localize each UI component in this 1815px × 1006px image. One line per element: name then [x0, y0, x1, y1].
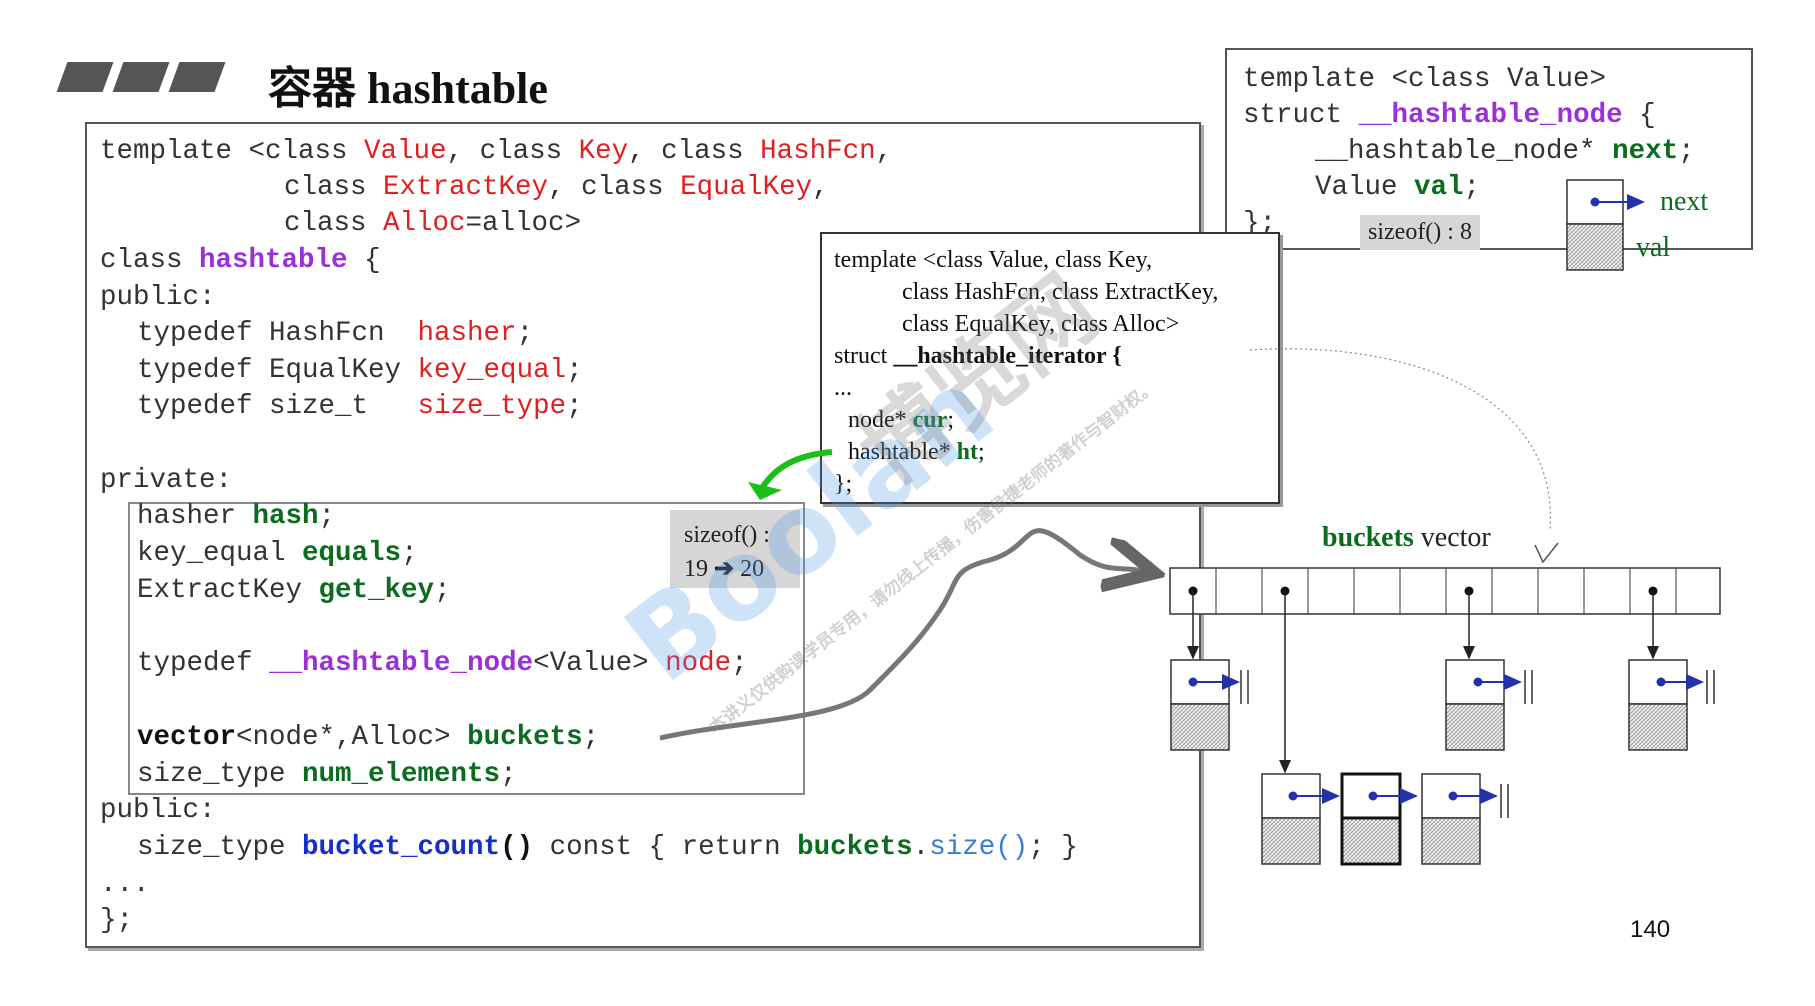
iter-code-line-7: hashtable* ht;: [848, 439, 985, 465]
iter-code-line-8: };: [834, 471, 853, 497]
node-val-label: val: [1636, 232, 1671, 263]
code-line-10: hasher hash;: [137, 501, 336, 532]
buckets-vector: [1169, 567, 1721, 774]
bucket-node: [1628, 659, 1715, 751]
iterator-green-arrow: [759, 449, 833, 490]
code-line-12: ExtractKey get_key;: [137, 575, 451, 606]
sizeof-node-label: sizeof() : 8: [1360, 215, 1480, 250]
code-line-6: typedef HashFcn hasher;: [137, 318, 534, 349]
buckets-vector-label: buckets vector: [1322, 522, 1491, 553]
code-line-4: class hashtable {: [100, 245, 381, 276]
bucket-node-highlighted: [1340, 772, 1418, 866]
iter-code-line-2: class HashFcn, class ExtractKey,: [902, 279, 1219, 305]
bucket-node: [1170, 659, 1249, 751]
private-members-box: [128, 502, 805, 795]
iter-code-line-6: node* cur;: [848, 407, 954, 433]
code-line-19: };: [100, 905, 134, 936]
iterator-dotted-arrowhead: [1534, 542, 1559, 564]
code-line-18: ...: [100, 869, 150, 900]
code-line-2: class ExtractKey, class EqualKey,: [284, 172, 829, 203]
node-code-line-2: struct __hashtable_node {: [1243, 100, 1656, 131]
page-title: 容器 hashtable: [268, 64, 548, 113]
code-line-1: template <class Value, class Key, class …: [100, 136, 893, 167]
bucket-node: [1421, 773, 1509, 865]
iter-code-line-4: struct __hashtable_iterator {: [834, 343, 1122, 369]
code-line-15: size_type num_elements;: [137, 759, 517, 790]
bucket-node: [1445, 659, 1533, 751]
page-number: 140: [1630, 916, 1671, 943]
node-next-label: next: [1660, 186, 1709, 217]
iter-code-line-1: template <class Value, class Key,: [834, 247, 1153, 273]
code-line-3: class Alloc=alloc>: [284, 208, 582, 239]
iterator-dotted-curve: [1249, 348, 1551, 531]
node-code-line-3: __hashtable_node* next;: [1315, 136, 1695, 167]
iterator-green-arrowhead: [748, 482, 782, 500]
buckets-pointer-arrow: [659, 528, 1150, 741]
hashtable-node-code-box: template <class Value> struct __hashtabl…: [1225, 48, 1753, 250]
sizeof-main-values: 19 ➔ 20: [684, 556, 765, 582]
hashtable-iterator-code-box: template <class Value, class Key, class …: [820, 232, 1280, 504]
iter-code-line-5: ...: [834, 375, 852, 401]
sizeof-main-label: sizeof() : 19 ➔ 20: [670, 510, 800, 588]
bucket-node: [1261, 773, 1340, 865]
node-code-line-4: Value val;: [1315, 172, 1481, 203]
code-line-7: typedef EqualKey key_equal;: [137, 355, 583, 386]
node-sample: [1566, 179, 1645, 271]
code-line-5: public:: [100, 282, 216, 313]
code-line-17: size_type bucket_count() const { return …: [137, 832, 1078, 863]
code-line-11: key_equal equals;: [137, 538, 418, 569]
iter-code-line-3: class EqualKey, class Alloc>: [902, 311, 1180, 337]
code-line-14: vector<node*,Alloc> buckets;: [137, 722, 600, 753]
node-code-line-1: template <class Value>: [1243, 64, 1607, 95]
code-line-8: typedef size_t size_type;: [137, 391, 583, 422]
code-line-16: public:: [100, 795, 216, 826]
code-line-9: private:: [100, 465, 233, 496]
code-line-13: typedef __hashtable_node<Value> node;: [137, 648, 748, 679]
